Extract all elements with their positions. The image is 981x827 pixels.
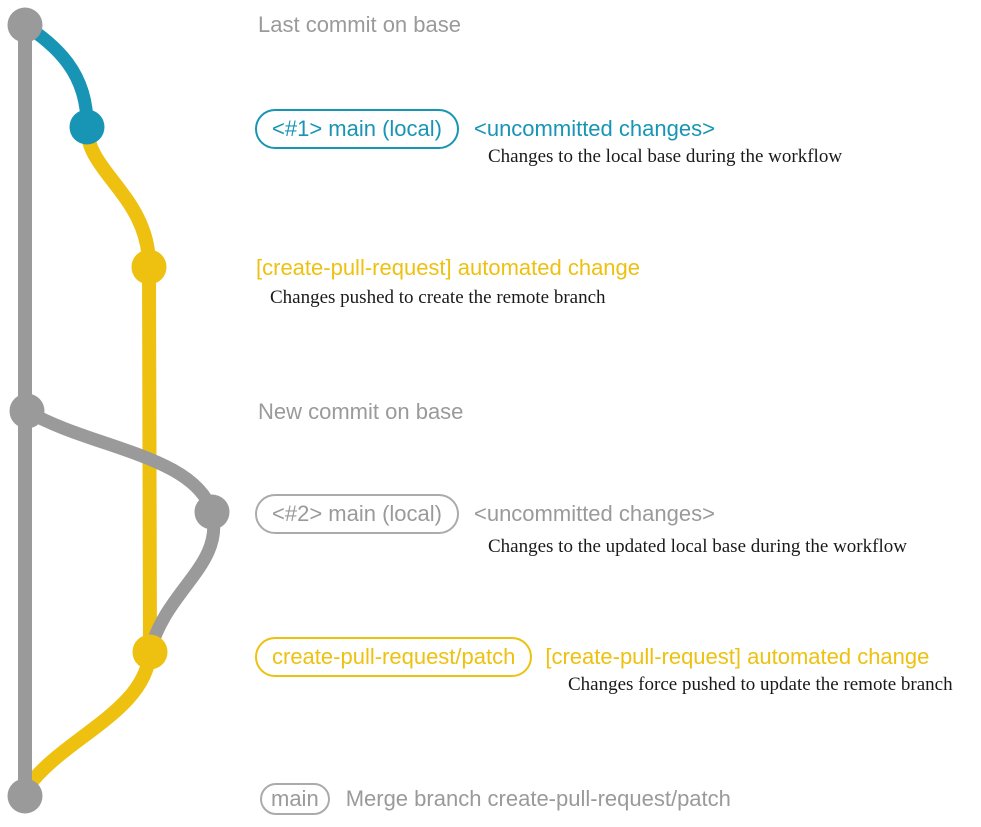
uncommitted-changes-line-1	[21, 19, 94, 128]
description-automated-change-1: Changes pushed to create the remote bran…	[270, 287, 606, 308]
status-uncommitted-changes-2: <uncommitted changes>	[473, 501, 715, 526]
branch-badge-main-local-1: <#1> main (local)	[255, 109, 459, 149]
commit-message-automated-change-1: [create-pull-request] automated change	[256, 255, 641, 280]
commit-node-automated-change-1	[131, 249, 167, 285]
create-pull-request-branch-line	[79, 126, 157, 653]
heading-last-commit-on-base: Last commit on base	[258, 12, 461, 37]
row-main-local-1: <#1> main (local) <uncommitted changes>	[255, 109, 715, 149]
heading-new-commit-on-base: New commit on base	[258, 399, 464, 424]
commit-node-new-commit-on-base	[9, 393, 45, 429]
branch-badge-main: main	[260, 783, 330, 815]
commit-node-last-commit-on-base	[7, 7, 43, 43]
row-create-pull-request-patch: create-pull-request/patch [create-pull-r…	[255, 637, 929, 677]
commit-node-merge-commit	[7, 778, 43, 814]
rebased-uncommitted-changes-line	[23, 405, 221, 654]
commit-node-automated-change-2	[132, 634, 168, 670]
commit-message-automated-change-2: [create-pull-request] automated change	[545, 644, 930, 669]
description-uncommitted-2: Changes to the updated local base during…	[488, 536, 907, 557]
branch-badge-create-pull-request-patch: create-pull-request/patch	[255, 637, 533, 677]
commit-node-uncommitted-changes-1	[69, 109, 105, 145]
description-automated-change-2: Changes force pushed to update the remot…	[568, 674, 953, 695]
branch-badge-main-local-2: <#2> main (local)	[255, 494, 459, 534]
commit-message-merge: Merge branch create-pull-request/patch	[345, 786, 731, 811]
row-merge-commit: main Merge branch create-pull-request/pa…	[260, 783, 731, 815]
status-uncommitted-changes-1: <uncommitted changes>	[473, 116, 715, 141]
merge-into-base-line	[21, 651, 157, 793]
commit-node-uncommitted-changes-2	[194, 494, 230, 530]
row-main-local-2: <#2> main (local) <uncommitted changes>	[255, 494, 715, 534]
description-uncommitted-1: Changes to the local base during the wor…	[488, 146, 843, 167]
